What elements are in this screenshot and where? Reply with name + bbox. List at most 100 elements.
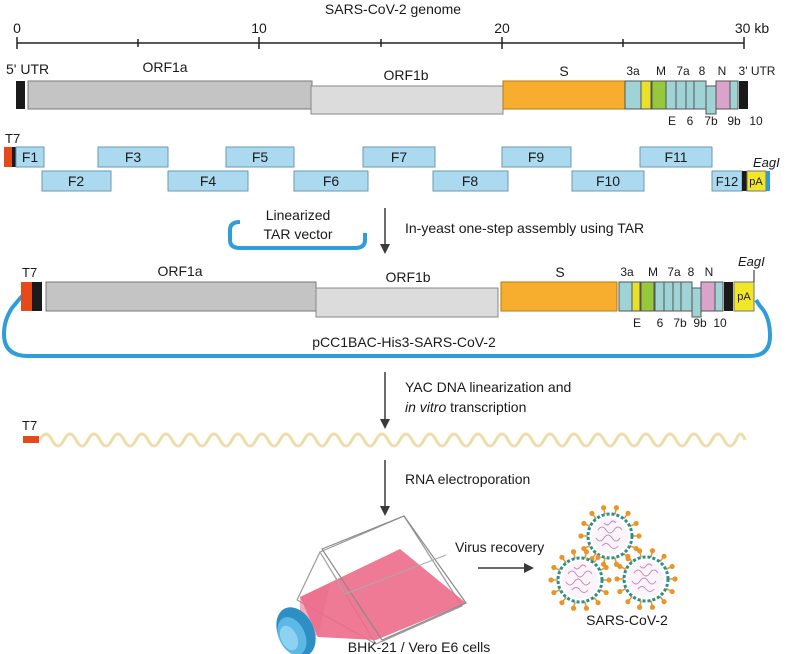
utr5-block (16, 81, 25, 109)
s-label: S (559, 63, 568, 79)
construct-g3a-label: 3a (620, 265, 634, 279)
virus-particle-icon (578, 505, 642, 567)
g7b-label: 7b (704, 114, 718, 128)
m-block (651, 80, 667, 110)
scale-tick-10: 10 (251, 20, 267, 36)
fragment-f2: F2 (41, 170, 112, 192)
virus-particle-icon (548, 549, 612, 611)
s-block (502, 80, 626, 110)
e-label: E (668, 114, 676, 128)
construct-g10-block (714, 281, 724, 312)
svg-text:F10: F10 (596, 173, 620, 189)
construct-g6-block (654, 281, 665, 312)
construct-m-block (640, 281, 655, 312)
fragment-f4: F4 (167, 170, 249, 192)
construct-utr5-block (32, 282, 42, 311)
e-block (640, 80, 652, 110)
construct-g10-label: 10 (713, 316, 727, 330)
scale-tick-30kb: 30 kb (735, 20, 769, 36)
construct-g8-label: 8 (688, 265, 695, 279)
fragment-f1: F1 (15, 146, 45, 168)
construct-t7-label: T7 (22, 265, 37, 280)
fragment-f5: F5 (225, 146, 295, 168)
fragment-set: T7 F1 F2 F3 F4 F5 F6 F7 (4, 131, 780, 192)
utr3-block (739, 81, 748, 109)
culture-flask: BHK-21 / Vero E6 cells (276, 515, 490, 654)
orf1a-block (27, 80, 313, 110)
construct-t7-block (21, 282, 32, 311)
assembly-step-label: In-yeast one-step assembly using TAR (405, 220, 644, 236)
g7a-block (675, 80, 687, 110)
construct-orf1a-block (45, 281, 317, 312)
g8-block (693, 80, 707, 110)
svg-text:F5: F5 (252, 149, 269, 165)
culture-medium (300, 549, 466, 640)
t7-promoter-label: T7 (5, 131, 20, 146)
g3a-block (624, 80, 642, 110)
scale-tick-20: 20 (494, 20, 510, 36)
rna-wave (38, 432, 747, 448)
virus-recovery-label: Virus recovery (455, 539, 544, 555)
construct-orf1a-label: ORF1a (157, 263, 202, 279)
electroporation-step: RNA electroporation (380, 460, 530, 516)
tar-vector-label-2: TAR vector (264, 226, 333, 242)
construct-utr3-block (724, 282, 733, 311)
svg-text:F1: F1 (22, 149, 39, 165)
g10-block (729, 80, 739, 110)
g8-label: 8 (699, 64, 706, 78)
orf1a-label: ORF1a (142, 59, 187, 75)
assembled-construct: T7 ORF1a ORF1b S 3a M 7a 8 N pA EagI E 6 (1, 254, 773, 358)
m-label: M (656, 64, 666, 78)
svg-text:F12: F12 (716, 174, 738, 189)
construct-g6-label: 6 (657, 316, 664, 330)
fragment-f11: F11 (639, 146, 713, 168)
rna-transcript: T7 (22, 418, 747, 448)
fragment-polya: pA (746, 170, 767, 192)
t7-promoter-block (4, 147, 12, 167)
svg-text:F9: F9 (528, 149, 545, 165)
rna-t7-label: T7 (22, 418, 37, 433)
g3a-label: 3a (626, 64, 640, 78)
svg-text:F6: F6 (323, 173, 340, 189)
svg-text:F2: F2 (68, 173, 85, 189)
utr3-label: 3' UTR (739, 64, 776, 78)
fragment-utr3-end (742, 171, 747, 191)
virus-name-label: SARS-CoV-2 (586, 612, 668, 628)
construct-g3a-block (618, 281, 633, 312)
assembly-step: Linearized TAR vector In-yeast one-step … (228, 207, 644, 254)
construct-g9b-label: 9b (693, 316, 707, 330)
construct-g9b-block (691, 287, 702, 318)
electroporation-label: RNA electroporation (405, 471, 530, 487)
construct-s-block (500, 281, 618, 312)
genome-map: 5' UTR ORF1a ORF1b S 3a M 7a 8 N 3' UTR … (6, 59, 776, 128)
rna-t7-block (23, 436, 39, 443)
tar-vector-label-1: Linearized (266, 207, 331, 223)
genome-scale: 0 10 20 30 kb (13, 20, 769, 49)
scale-tick-0: 0 (13, 20, 21, 36)
construct-g7b-block (672, 281, 682, 312)
construct-name-label: pCC1BAC-His3-SARS-CoV-2 (312, 334, 496, 350)
fragment-f8: F8 (432, 170, 509, 192)
bac-vector-loop (1, 294, 773, 358)
fragment-f7: F7 (362, 146, 436, 168)
svg-text:pA: pA (749, 176, 763, 188)
construct-orf1b-label: ORF1b (385, 269, 430, 285)
diagram-title: SARS-CoV-2 genome (325, 1, 461, 17)
svg-text:F3: F3 (125, 149, 142, 165)
n-block (715, 80, 731, 110)
fragment-f6: F6 (293, 170, 369, 192)
transcription-step: YAC DNA linearization and in vitro trans… (380, 372, 571, 429)
fragment-f3: F3 (97, 146, 169, 168)
construct-g8-block (680, 281, 693, 312)
utr5-label: 5' UTR (6, 61, 49, 77)
construct-g7a-block (663, 281, 674, 312)
fragment-f1-lead (12, 147, 16, 167)
svg-text:F7: F7 (391, 149, 408, 165)
virus-particles (548, 505, 678, 611)
g9b-block (705, 85, 717, 115)
g9b-label: 9b (727, 114, 741, 128)
construct-g7b-label: 7b (673, 316, 687, 330)
orf1b-label: ORF1b (383, 67, 428, 83)
svg-text:F8: F8 (462, 173, 479, 189)
